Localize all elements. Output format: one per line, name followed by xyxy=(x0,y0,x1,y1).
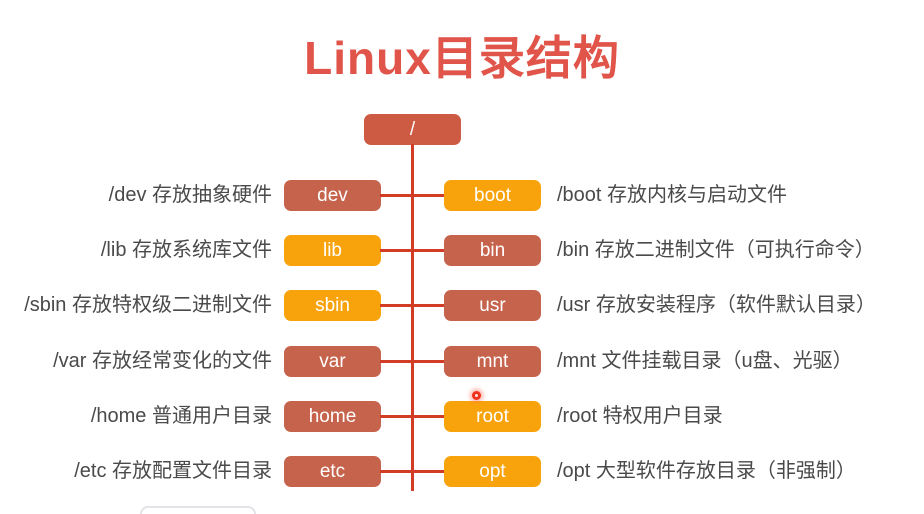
connector-line xyxy=(380,415,446,418)
row-lib-bin: /lib 存放系统库文件 lib bin /bin 存放二进制文件（可执行命令） xyxy=(0,235,924,266)
dir-description-right: /opt 大型软件存放目录（非强制） xyxy=(557,460,856,482)
dir-node-sbin: sbin xyxy=(284,290,381,321)
dir-node-root: root xyxy=(444,401,541,432)
connector-line xyxy=(380,360,446,363)
dir-node-home: home xyxy=(284,401,381,432)
row-var-mnt: /var 存放经常变化的文件 var mnt /mnt 文件挂载目录（u盘、光驱… xyxy=(0,346,924,377)
row-dev-boot: /dev 存放抽象硬件 dev boot /boot 存放内核与启动文件 xyxy=(0,180,924,211)
dir-description-left: /home 普通用户目录 xyxy=(90,405,272,427)
pointer-dot xyxy=(472,391,481,400)
page-title: Linux目录结构 xyxy=(304,32,620,84)
dir-node-mnt: mnt xyxy=(444,346,541,377)
dir-description-left: /lib 存放系统库文件 xyxy=(100,239,272,261)
dir-description-right: /mnt 文件挂载目录（u盘、光驱） xyxy=(557,350,853,372)
dir-description-right: /root 特权用户目录 xyxy=(557,405,723,427)
connector-line xyxy=(380,249,446,252)
dir-node-boot: boot xyxy=(444,180,541,211)
dir-node-etc: etc xyxy=(284,456,381,487)
dir-description-left: /var 存放经常变化的文件 xyxy=(53,350,272,372)
row-home-root: /home 普通用户目录 home root /root 特权用户目录 xyxy=(0,401,924,432)
dir-description-right: /bin 存放二进制文件（可执行命令） xyxy=(557,239,875,261)
dir-description-right: /usr 存放安装程序（软件默认目录） xyxy=(557,294,876,316)
dir-node-dev: dev xyxy=(284,180,381,211)
dir-node-opt: opt xyxy=(444,456,541,487)
dir-node-usr: usr xyxy=(444,290,541,321)
dir-description-left: /sbin 存放特权级二进制文件 xyxy=(24,294,272,316)
dir-description-left: /etc 存放配置文件目录 xyxy=(74,460,272,482)
row-sbin-usr: /sbin 存放特权级二进制文件 sbin usr /usr 存放安装程序（软件… xyxy=(0,290,924,321)
connector-line xyxy=(380,470,446,473)
dir-description-left: /dev 存放抽象硬件 xyxy=(108,184,272,206)
dir-node-lib: lib xyxy=(284,235,381,266)
partial-box-bottom-left xyxy=(140,506,256,514)
root-node: / xyxy=(364,114,461,145)
dir-description-right: /boot 存放内核与启动文件 xyxy=(557,184,788,206)
connector-line xyxy=(380,194,446,197)
dir-node-bin: bin xyxy=(444,235,541,266)
dir-node-var: var xyxy=(284,346,381,377)
trunk-line xyxy=(411,144,414,491)
connector-line xyxy=(380,304,446,307)
row-etc-opt: /etc 存放配置文件目录 etc opt /opt 大型软件存放目录（非强制） xyxy=(0,456,924,487)
